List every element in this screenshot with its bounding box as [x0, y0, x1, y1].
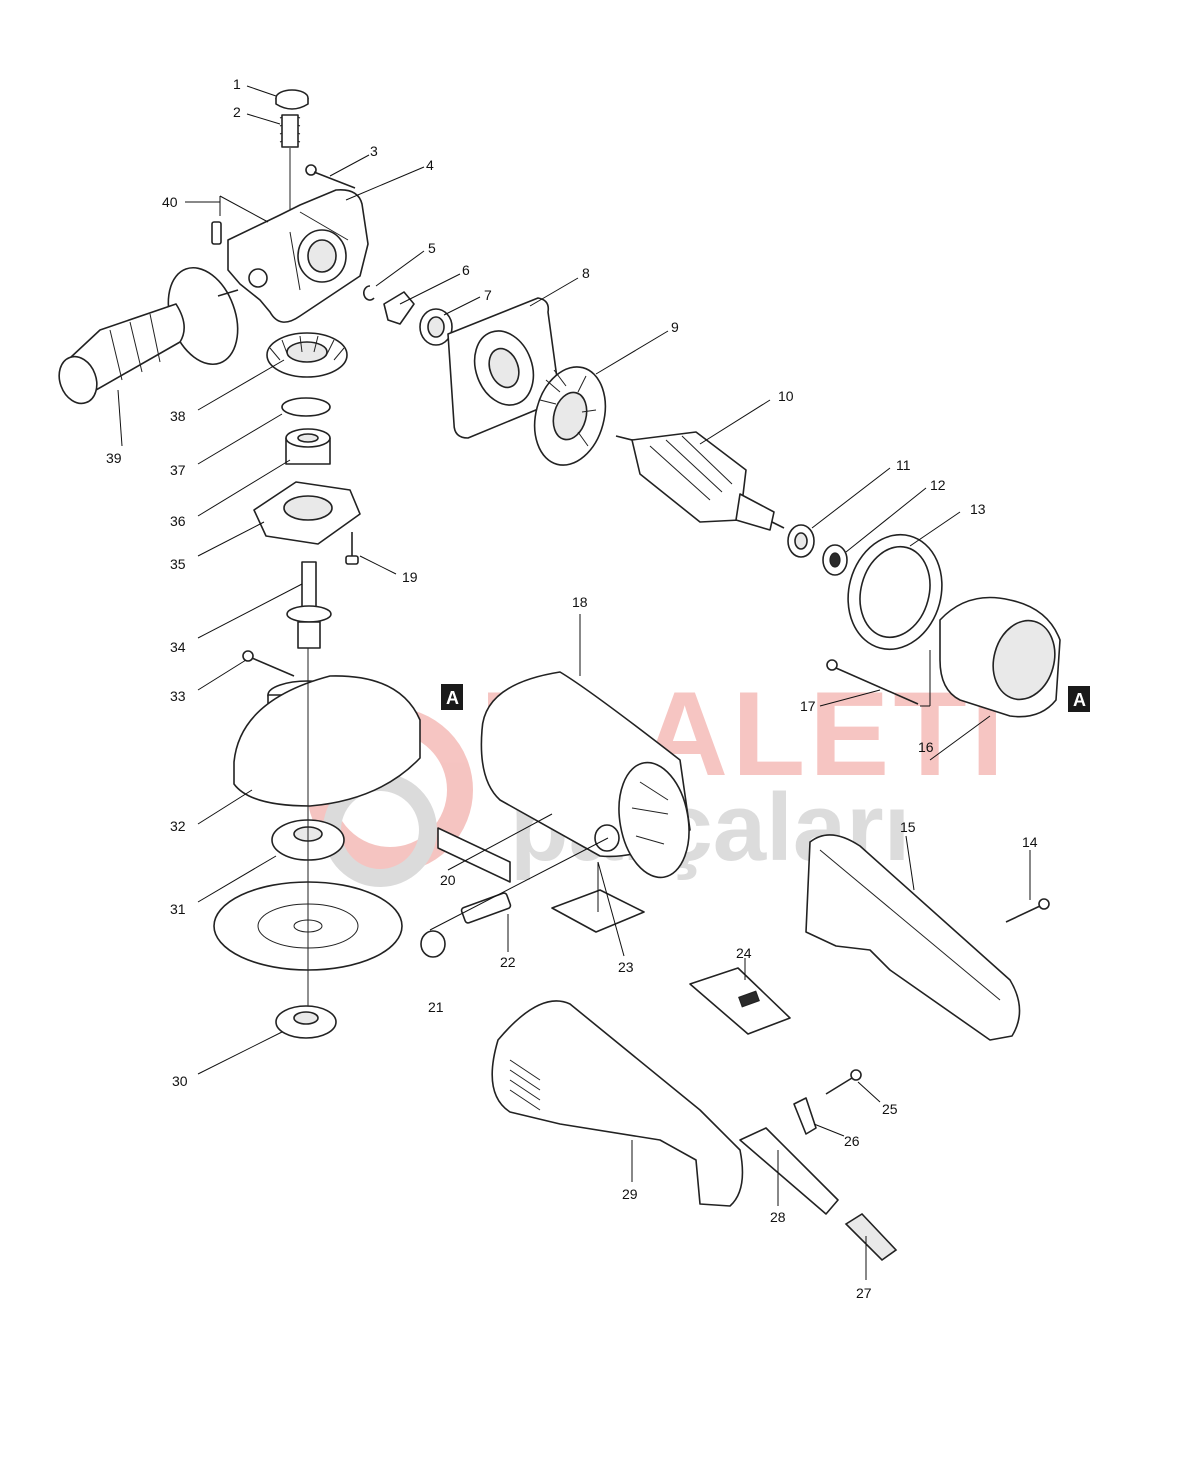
label-part-8: 8 [582, 265, 590, 281]
part-18-motor-housing [480, 671, 691, 879]
label-part-25: 25 [882, 1101, 898, 1117]
label-part-10: 10 [778, 388, 794, 404]
part-25-screw [825, 1069, 862, 1095]
part-4-gear-housing [227, 188, 369, 323]
label-part-38: 38 [170, 408, 186, 424]
part-5-retaining-ring [363, 285, 375, 301]
label-part-28: 28 [770, 1209, 786, 1225]
part-37-retaining-ring [281, 397, 331, 417]
label-part-18: 18 [572, 594, 588, 610]
part-15-handle-cover [805, 834, 1021, 1041]
part-22-carbon-brush [460, 892, 512, 924]
label-part-20: 20 [440, 872, 456, 888]
part-13-baffle-plate [847, 533, 943, 651]
part-20-label [437, 827, 511, 883]
label-part-35: 35 [170, 556, 186, 572]
label-part-3: 3 [370, 143, 378, 159]
label-part-34: 34 [170, 639, 186, 655]
label-part-7: 7 [484, 287, 492, 303]
leader-lines [117, 85, 1031, 1280]
label-part-19: 19 [402, 569, 418, 585]
svg-text:A: A [446, 688, 459, 708]
part-14-screw [1005, 898, 1050, 923]
label-part-16: 16 [918, 739, 934, 755]
label-part-39: 39 [106, 450, 122, 466]
part-11-bearing [787, 524, 815, 558]
label-part-32: 32 [170, 818, 186, 834]
part-27-cord [844, 1212, 898, 1262]
label-part-4: 4 [426, 157, 434, 173]
part-24-switch [689, 967, 791, 1035]
label-part-29: 29 [622, 1186, 638, 1202]
section-marker-right: A [1068, 686, 1090, 712]
part-36-bearing [285, 428, 331, 465]
part-38-bevel-gear [266, 332, 348, 378]
label-part-36: 36 [170, 513, 186, 529]
part-17-screw [826, 659, 919, 705]
label-part-23: 23 [618, 959, 634, 975]
part-12-bearing [822, 544, 848, 576]
part-2-spring [279, 114, 301, 148]
part-28-strain-relief [739, 1127, 839, 1215]
part-39-side-handle [58, 266, 239, 405]
label-part-17: 17 [800, 698, 816, 714]
part-8-bearing-box [447, 297, 561, 439]
part-30-lock-nut [275, 1005, 337, 1039]
part-1-cap [275, 89, 309, 110]
label-part-2: 2 [233, 104, 241, 120]
label-part-21: 21 [428, 999, 444, 1015]
svg-text:A: A [1073, 690, 1086, 710]
label-part-6: 6 [462, 262, 470, 278]
label-part-33: 33 [170, 688, 186, 704]
label-part-15: 15 [900, 819, 916, 835]
label-part-27: 27 [856, 1285, 872, 1301]
part-34-spindle [286, 561, 332, 649]
part-16-field [939, 596, 1061, 718]
part-9-fan [533, 366, 607, 466]
part-32-wheel-guard [233, 675, 421, 807]
label-part-11: 11 [896, 457, 911, 473]
section-marker-left: A [441, 684, 463, 710]
label-part-13: 13 [970, 501, 986, 517]
part-33-screw [242, 650, 295, 677]
label-part-37: 37 [170, 462, 186, 478]
label-part-30: 30 [172, 1073, 188, 1089]
label-part-22: 22 [500, 954, 516, 970]
label-part-24: 24 [736, 945, 752, 961]
label-part-14: 14 [1022, 834, 1038, 850]
label-part-26: 26 [844, 1133, 860, 1149]
part-19-screw [345, 532, 359, 565]
part-35-bearing-retainer [253, 481, 361, 545]
part-6-pinion [383, 291, 415, 325]
label-part-1: 1 [233, 76, 241, 92]
part-29-handle [491, 1000, 744, 1207]
part-labels: 1 2 3 4 5 6 7 8 9 10 11 12 13 14 15 16 1… [106, 76, 1038, 1301]
part-7-bearing [419, 308, 453, 346]
part-40-pin [211, 221, 222, 245]
label-part-31: 31 [170, 901, 186, 917]
part-26-cord-clamp [793, 1097, 817, 1135]
label-part-40: 40 [162, 194, 178, 210]
part-3-screw [305, 164, 356, 189]
label-part-5: 5 [428, 240, 436, 256]
label-part-12: 12 [930, 477, 946, 493]
part-21-brush-holder-cap [420, 930, 446, 958]
label-part-9: 9 [671, 319, 679, 335]
part-10-armature [615, 431, 785, 531]
